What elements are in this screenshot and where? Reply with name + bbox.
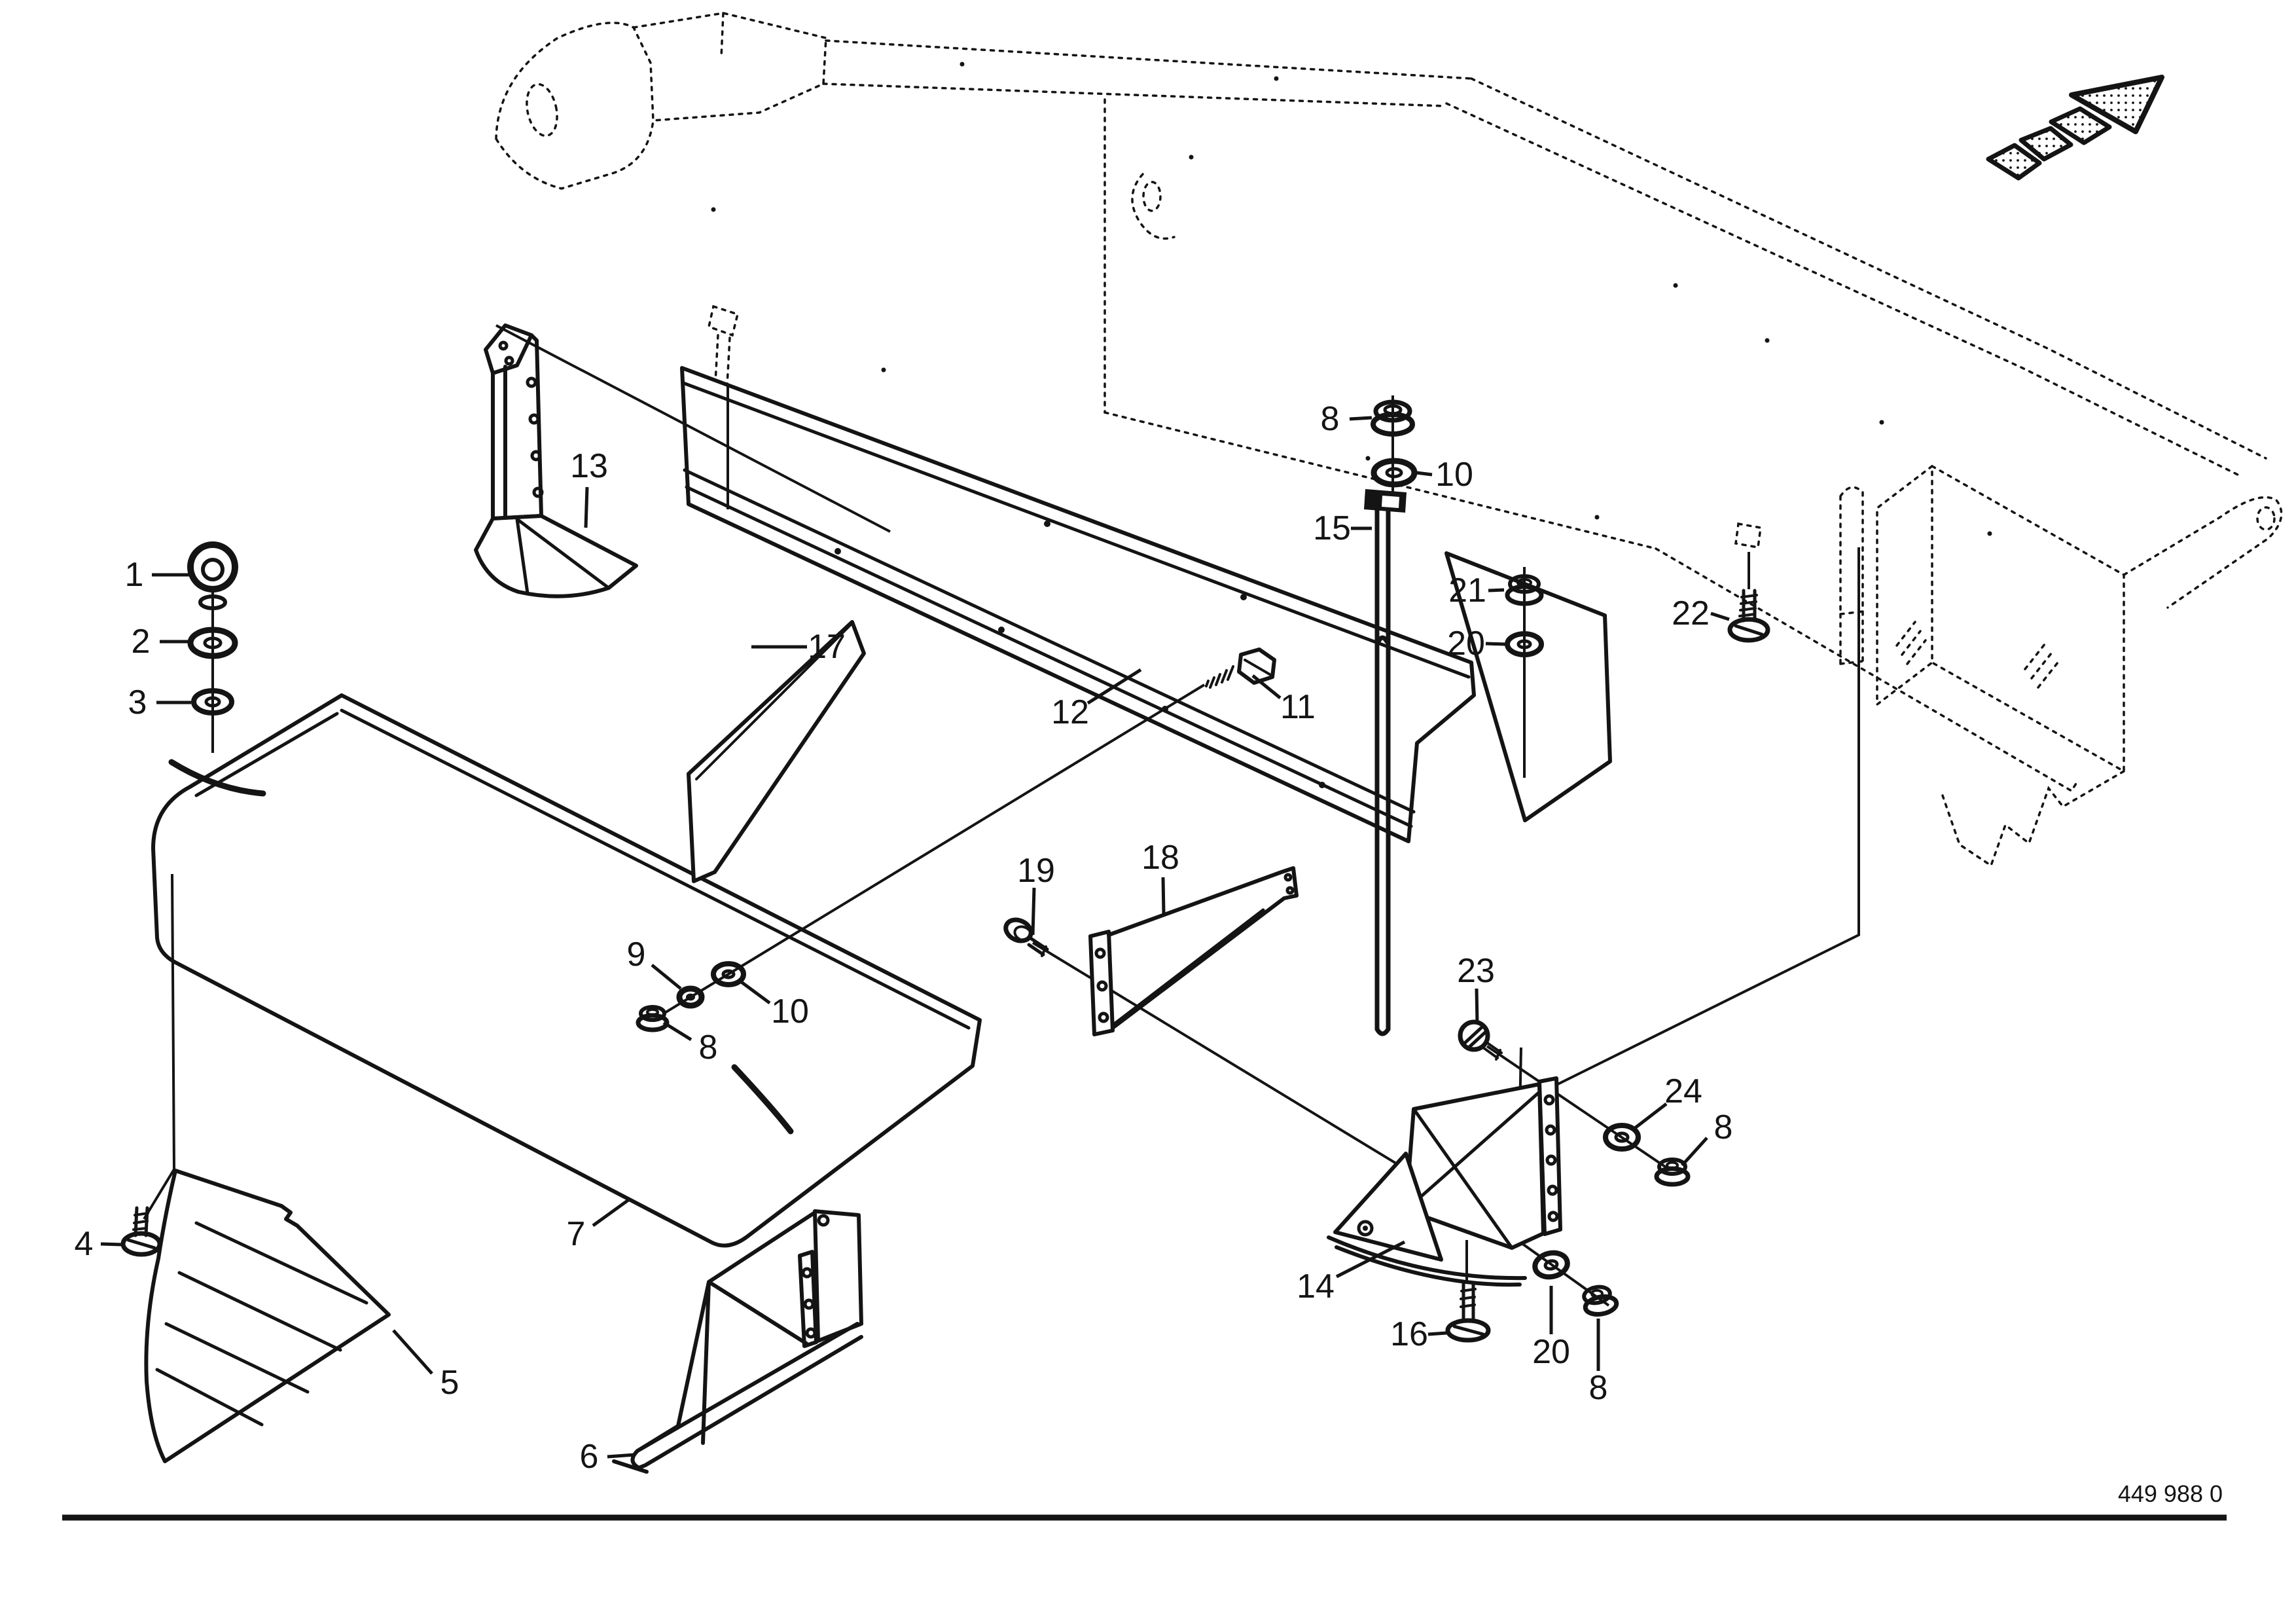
callout-label-18: 18 (1141, 839, 1179, 877)
direction-arrow-icon (1986, 75, 2164, 181)
callout-label-20: 20 (1532, 1333, 1570, 1371)
callout-leader-22 (1710, 611, 1730, 621)
callout-label-8: 8 (1714, 1108, 1733, 1146)
bracket-18-holes (1094, 873, 1295, 1023)
callout-label-3: 3 (128, 684, 147, 721)
rear-frame-phantom (707, 304, 2283, 867)
callout-label-1: 1 (125, 556, 144, 594)
part-4-screw (120, 1206, 162, 1257)
part-12-long-cover-panel (680, 366, 1476, 843)
callout-label-15: 15 (1313, 509, 1351, 547)
fasteners (120, 399, 1770, 1343)
part-8-flange-nut-mid (636, 1005, 670, 1032)
callout-label-6: 6 (580, 1438, 599, 1476)
part-15-rod (1364, 489, 1407, 1036)
callout-leader-10 (738, 979, 771, 1005)
callout-label-8: 8 (699, 1029, 718, 1067)
callout-label-12: 12 (1051, 693, 1089, 731)
part-23-screw (1458, 1019, 1503, 1061)
callout-label-19: 19 (1017, 852, 1055, 890)
body-rivet-dots (711, 62, 1992, 536)
callout-leader-8 (1349, 416, 1372, 421)
callout-label-2: 2 (132, 623, 151, 661)
callout-label-14: 14 (1297, 1267, 1335, 1305)
callout-label-17: 17 (808, 628, 846, 666)
part-5-curved-flap (144, 1169, 391, 1463)
callout-label-4: 4 (75, 1225, 94, 1263)
callout-leader-16 (1427, 1331, 1447, 1336)
callout-leader-8 (662, 1021, 692, 1042)
figure-code: 449 988 0 (2118, 1480, 2223, 1507)
callout-leader-8 (1681, 1137, 1708, 1167)
part-20-washer-upper (1505, 631, 1544, 657)
part-16-screw (1445, 1281, 1491, 1343)
callout-label-22: 22 (1672, 594, 1710, 632)
callout-label-10: 10 (1435, 456, 1473, 494)
part-7-hood-panel (151, 693, 982, 1248)
part-1-ring-bolt (187, 541, 238, 610)
part-11-hex-bolt (1205, 647, 1276, 689)
callout-label-11: 11 (1280, 688, 1316, 726)
part-2-washer (187, 627, 238, 659)
callout-leader-14 (1335, 1240, 1406, 1279)
callout-leader-6 (607, 1453, 636, 1459)
part-20-washer-lower (1532, 1250, 1570, 1280)
callout-leader-18 (1161, 877, 1166, 915)
callout-label-13: 13 (570, 447, 608, 485)
part-8-flange-nut-right (1654, 1158, 1691, 1187)
part-14-bottom-bracket (1327, 1076, 1562, 1287)
part-21-flange-nut (1505, 574, 1544, 606)
callout-leader-10 (1416, 471, 1433, 477)
part-18-gusset-bracket (1088, 866, 1299, 1036)
callout-leader-21 (1488, 588, 1505, 593)
part-9-washer (676, 985, 705, 1009)
part-24-washer (1603, 1123, 1641, 1152)
callout-leader-13 (584, 486, 589, 528)
callout-leader-19 (1031, 887, 1036, 936)
callout-label-23: 23 (1457, 952, 1495, 990)
part-3-washer (191, 688, 234, 716)
callout-leader-7 (592, 1198, 630, 1228)
callout-label-8: 8 (1321, 400, 1340, 438)
bracket-14-holes (1543, 1094, 1559, 1222)
part-22-screw (1727, 552, 1770, 643)
callout-label-20: 20 (1447, 625, 1485, 663)
callout-leader-9 (651, 964, 682, 990)
side-wall-panel (1444, 551, 1612, 822)
part-10-washer-mid (711, 961, 746, 987)
part-19-screw (1003, 917, 1049, 957)
part-8-flange-nut-top (1371, 399, 1415, 437)
callout-label-8: 8 (1589, 1369, 1608, 1407)
callout-leader-11 (1251, 674, 1282, 699)
figure-footer: 449 988 0 (62, 1480, 2227, 1521)
callout-leader-5 (392, 1329, 433, 1375)
machine-body-phantom (495, 12, 2267, 793)
callout-label-16: 16 (1390, 1315, 1428, 1353)
callout-leader-12 (1086, 668, 1142, 705)
part-8-flange-nut-bottom (1582, 1285, 1619, 1317)
part-13-bracket (474, 323, 638, 598)
callout-leader-24 (1631, 1103, 1668, 1131)
callout-label-5: 5 (440, 1364, 459, 1402)
part-17-strip (687, 620, 866, 883)
part-10-washer-top (1371, 458, 1418, 488)
part-6-side-panel (612, 1209, 863, 1474)
callout-label-10: 10 (771, 993, 809, 1030)
callout-label-24: 24 (1664, 1072, 1702, 1110)
callout-label-9: 9 (627, 936, 646, 974)
callout-label-21: 21 (1448, 572, 1486, 610)
panel-6-holes (801, 1267, 817, 1339)
callout-label-7: 7 (567, 1215, 586, 1253)
callout-leader-4 (100, 1242, 122, 1247)
bracket-13-holes (498, 340, 544, 498)
